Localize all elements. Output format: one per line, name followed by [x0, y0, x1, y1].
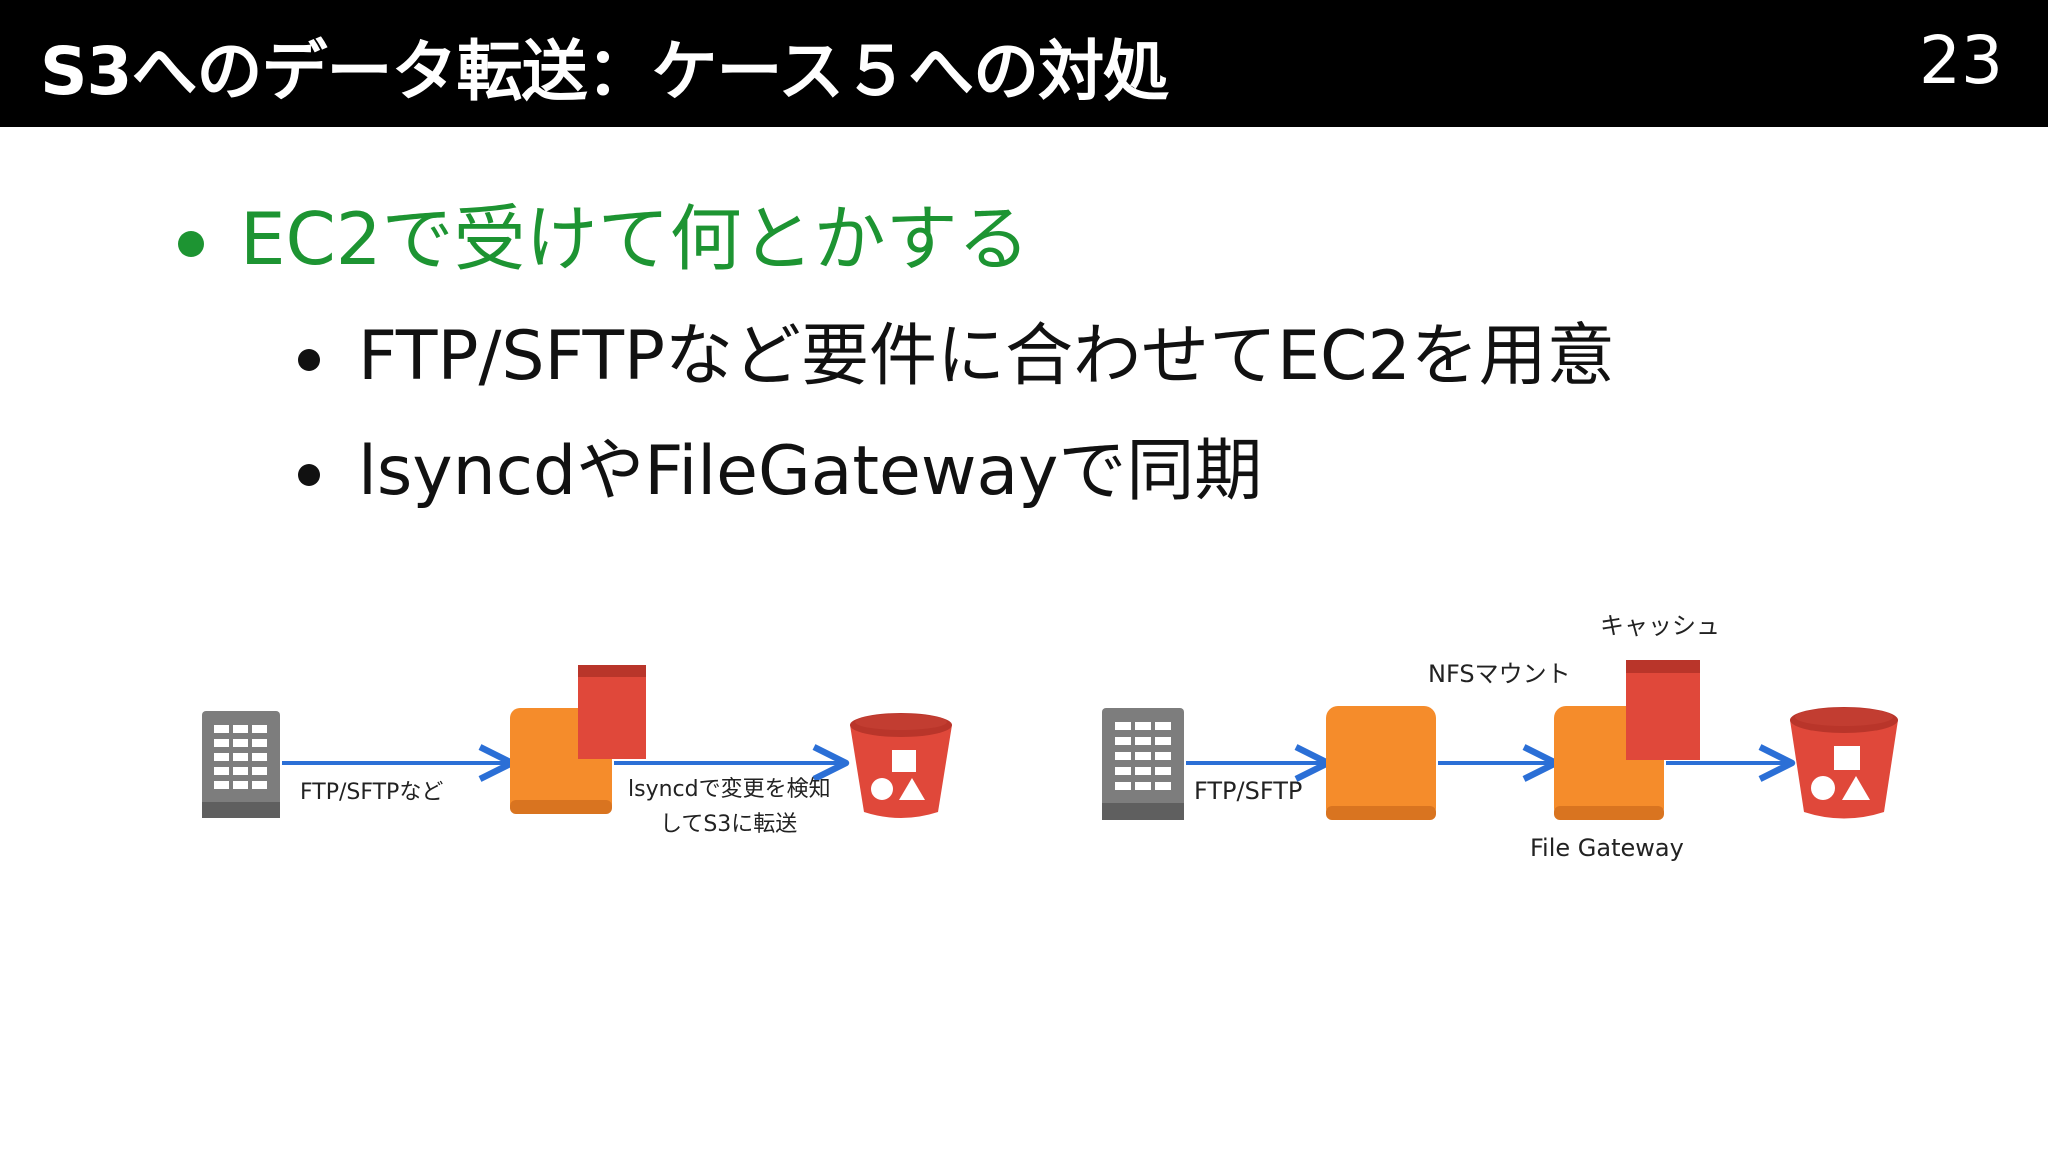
label-cache: キャッシュ	[1600, 612, 1720, 640]
bullet-sub-2: lsyncdやFileGatewayで同期	[298, 415, 1262, 514]
diagram-left: FTP/SFTPなど lsyncdで変更を検知 してS3に転送	[202, 665, 952, 837]
bullet-sub-2-text: lsyncdやFileGatewayで同期	[358, 432, 1263, 511]
ec2-instance-icon	[1326, 706, 1436, 820]
bullet-main-text: EC2で受けて何とかする	[240, 197, 1030, 281]
server-icon	[1102, 708, 1184, 820]
bullet-dot-icon	[298, 349, 320, 372]
slide-title: S3へのデータ転送：ケース５への対処	[40, 33, 1169, 110]
bullet-sub-1: FTP/SFTPなど要件に合わせてEC2を用意	[298, 300, 1615, 399]
server-icon	[202, 711, 280, 818]
bullet-main: EC2で受けて何とかする	[178, 180, 1030, 285]
page-number: 23	[1919, 22, 2003, 99]
label-ftp-sftp-nado: FTP/SFTPなど	[300, 780, 443, 805]
title-bar: S3へのデータ転送：ケース５への対処 23	[0, 0, 2048, 127]
label-file-gateway: File Gateway	[1530, 834, 1684, 862]
label-lsyncd-line1: lsyncdで変更を検知	[628, 777, 831, 802]
bullet-dot-icon	[178, 231, 204, 258]
diagram-right: FTP/SFTP NFSマウント キャッシュ File Gateway	[1102, 612, 1898, 862]
cache-volume-icon	[1626, 660, 1700, 760]
s3-bucket-icon	[850, 713, 952, 818]
label-lsyncd-line2: してS3に転送	[660, 812, 797, 837]
bullet-sub-1-text: FTP/SFTPなど要件に合わせてEC2を用意	[358, 317, 1615, 396]
label-nfs-mount: NFSマウント	[1428, 660, 1571, 688]
s3-bucket-icon	[1790, 707, 1898, 819]
bullet-dot-icon	[298, 464, 320, 487]
label-ftp-sftp: FTP/SFTP	[1194, 777, 1302, 805]
cache-volume-icon	[578, 665, 646, 759]
